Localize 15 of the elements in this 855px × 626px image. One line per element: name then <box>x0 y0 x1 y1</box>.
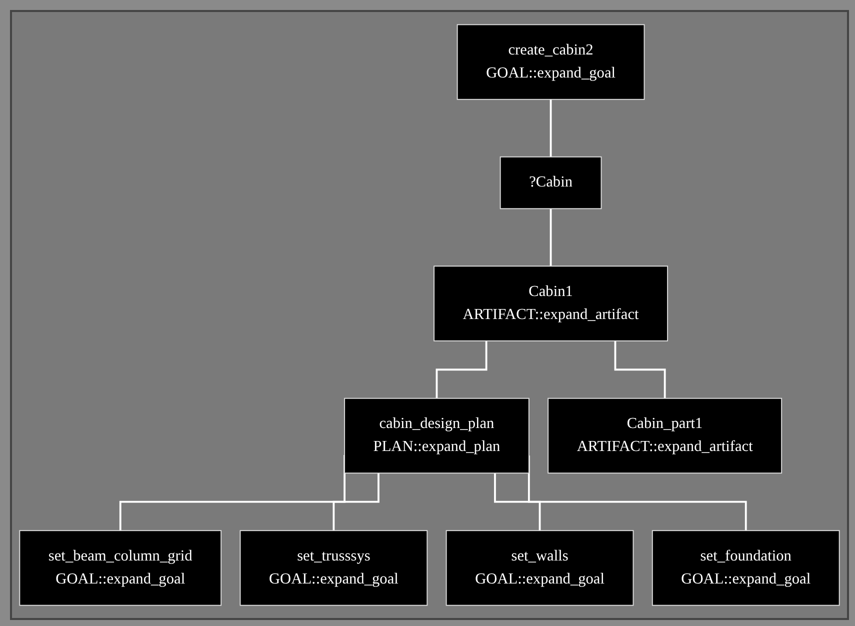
node-box: set_trusssys GOAL::expand_goal <box>240 530 428 606</box>
node-box: Cabin1 ARTIFACT::expand_artifact <box>434 266 668 342</box>
node-box: create_cabin2 GOAL::expand_goal <box>456 24 645 100</box>
node-box: set_walls GOAL::expand_goal <box>446 530 634 606</box>
connector <box>614 340 666 400</box>
connector <box>494 473 541 532</box>
node-box: set_beam_column_grid GOAL::expand_goal <box>19 530 222 606</box>
connector <box>550 208 552 268</box>
connector <box>436 340 488 400</box>
node-box: set_foundation GOAL::expand_goal <box>652 530 840 606</box>
connector <box>332 473 380 532</box>
node-box: cabin_design_plan PLAN::expand_plan <box>344 398 530 474</box>
node-box: Cabin_part1 ARTIFACT::expand_artifact <box>548 398 782 474</box>
connector <box>550 99 552 158</box>
node-box: ?Cabin <box>500 156 602 210</box>
